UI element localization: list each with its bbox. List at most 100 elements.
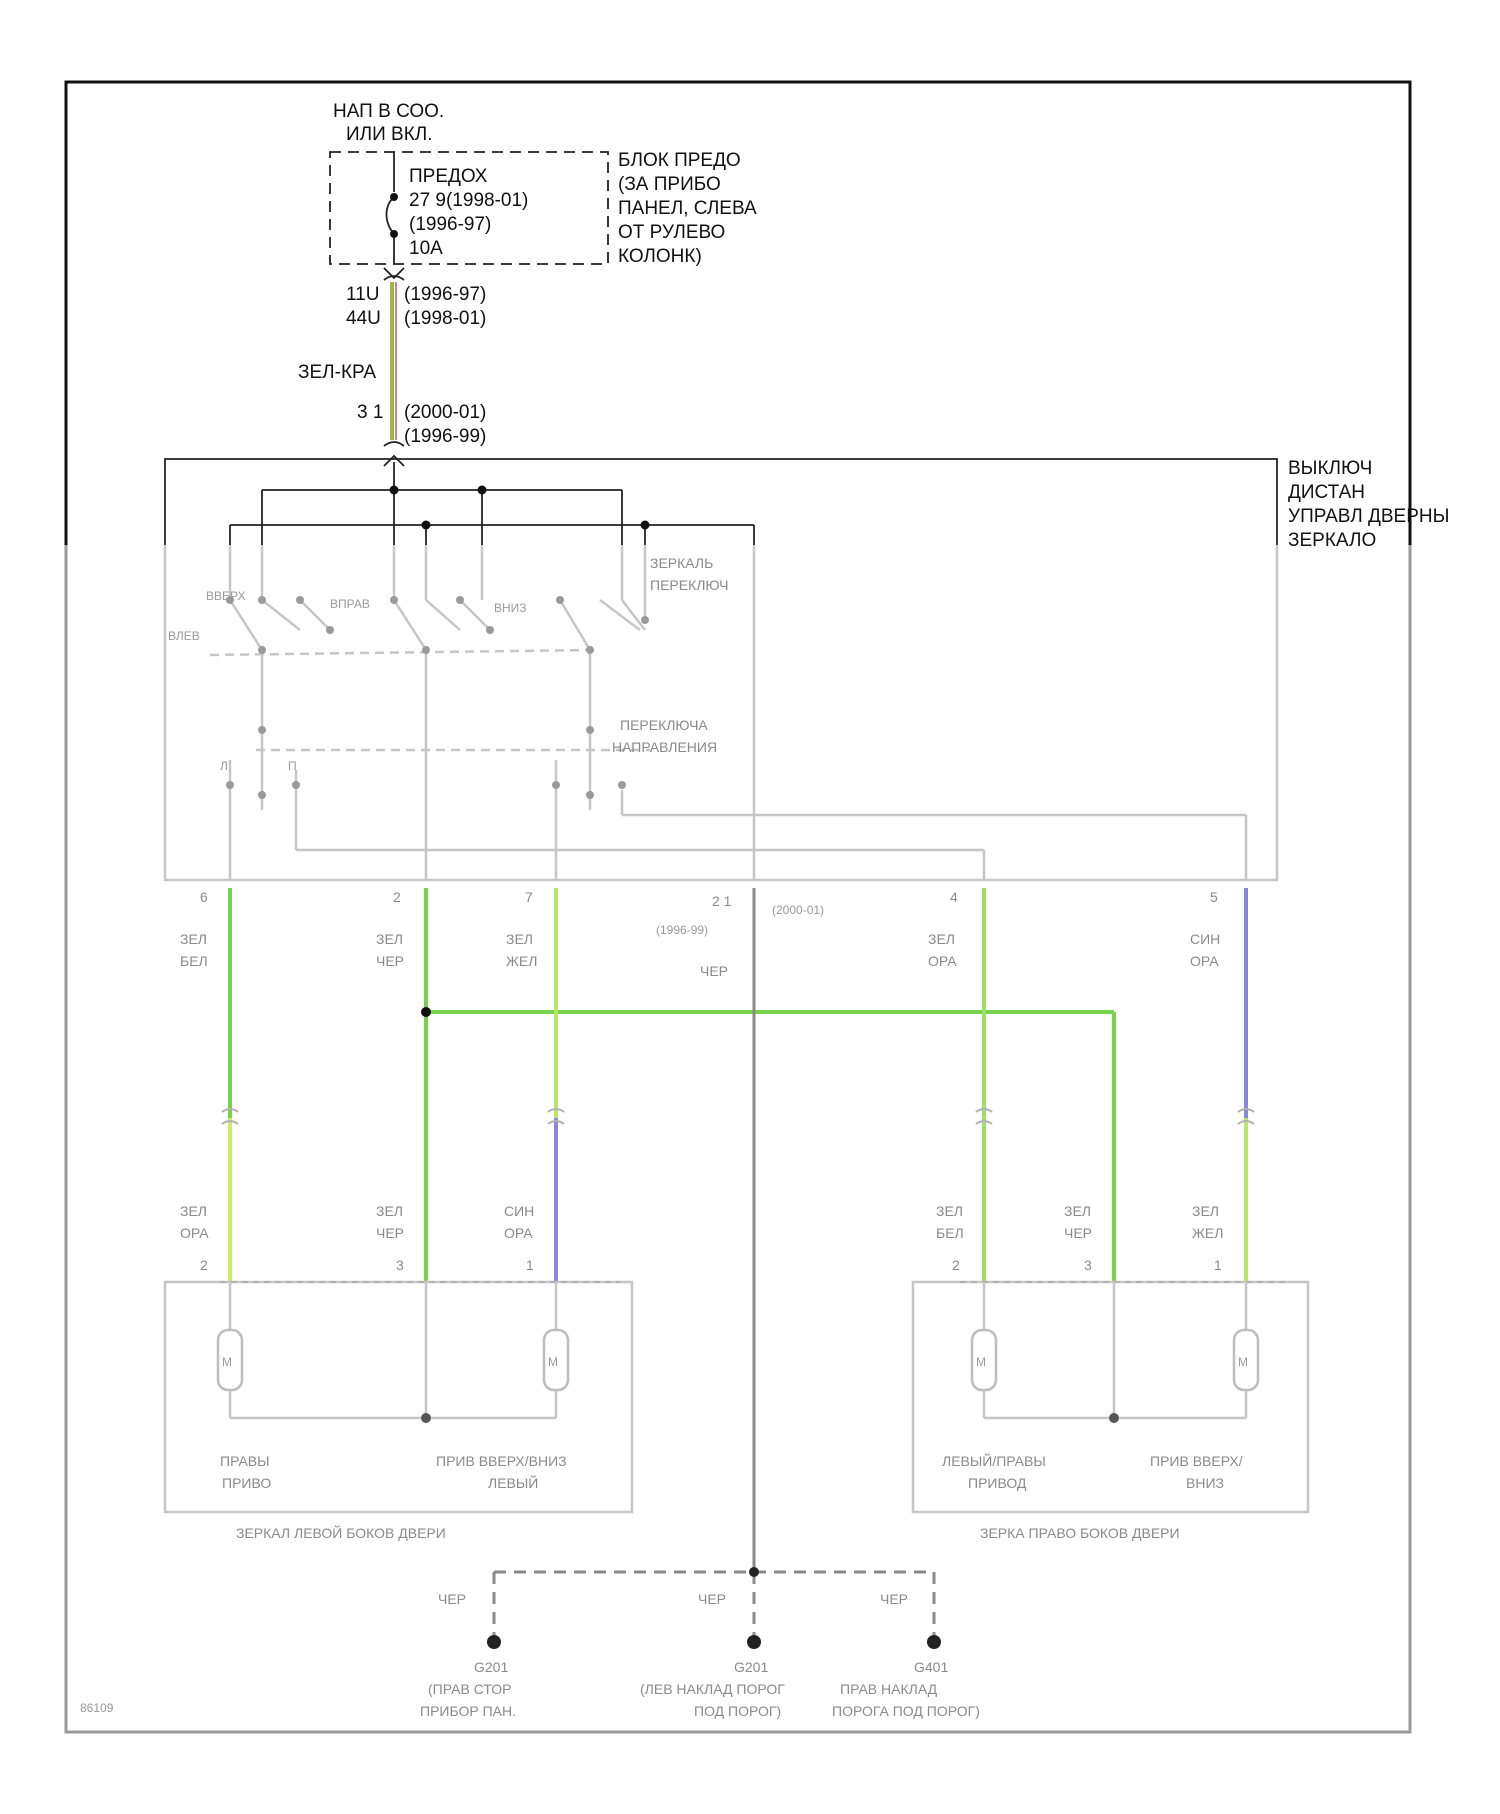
- right-mirror-motor-a: M: [972, 1330, 996, 1390]
- svg-text:6: 6: [200, 889, 208, 905]
- right-mirror-motor-b: M: [1234, 1330, 1258, 1390]
- svg-text:УПРАВЛ ДВЕРНЫ: УПРАВЛ ДВЕРНЫ: [1288, 506, 1449, 527]
- svg-text:СИН: СИН: [504, 1203, 534, 1219]
- svg-text:ЗЕЛ: ЗЕЛ: [180, 1203, 207, 1219]
- svg-text:11U: 11U: [346, 284, 379, 305]
- connector-symbol-top: [384, 268, 404, 280]
- svg-text:ПРИВ ВВЕРХ/ВНИЗ: ПРИВ ВВЕРХ/ВНИЗ: [436, 1453, 567, 1469]
- right-mirror-labels: ЛЕВЫЙ/ПРАВЫ ПРИВОД ПРИВ ВВЕРХ/ ВНИЗ ЗЕРК…: [942, 1452, 1243, 1541]
- svg-text:ЗЕЛ: ЗЕЛ: [506, 931, 533, 947]
- svg-text:10A: 10A: [409, 238, 443, 259]
- svg-text:G201: G201: [734, 1659, 768, 1675]
- svg-text:7: 7: [525, 889, 533, 905]
- svg-text:ЗЕЛ: ЗЕЛ: [376, 1203, 403, 1219]
- svg-text:3 1: 3 1: [357, 402, 383, 423]
- switch-pin-labels: 6 2 7 2 1 4 5 (2000-01) (1996-99): [200, 889, 1218, 937]
- svg-text:ЖЕЛ: ЖЕЛ: [1192, 1225, 1223, 1241]
- svg-text:ЛЕВЫЙ: ЛЕВЫЙ: [488, 1474, 538, 1491]
- svg-text:M: M: [976, 1355, 986, 1369]
- svg-text:НАПРАВЛЕНИЯ: НАПРАВЛЕНИЯ: [612, 739, 717, 755]
- svg-text:M: M: [548, 1355, 558, 1369]
- svg-text:ПАНЕЛ, СЛЕВА: ПАНЕЛ, СЛЕВА: [618, 198, 757, 219]
- svg-text:(1998-01): (1998-01): [404, 308, 486, 329]
- svg-text:G401: G401: [914, 1659, 948, 1675]
- svg-text:БЕЛ: БЕЛ: [936, 1225, 964, 1241]
- switch-contacts: [210, 600, 1246, 880]
- svg-text:2: 2: [952, 1257, 960, 1273]
- svg-text:ОРА: ОРА: [504, 1225, 533, 1241]
- main-wire-color: ЗЕЛ-КРА: [298, 362, 376, 383]
- svg-text:П: П: [288, 759, 297, 773]
- svg-text:НАП В СОО.: НАП В СОО.: [333, 101, 444, 122]
- svg-text:(1996-99): (1996-99): [404, 426, 486, 447]
- svg-text:Л: Л: [220, 759, 228, 773]
- left-mirror-motor-b: M: [544, 1330, 568, 1390]
- svg-text:ЧЕР: ЧЕР: [376, 953, 404, 969]
- svg-text:ЗЕЛ: ЗЕЛ: [180, 931, 207, 947]
- svg-text:ЧЕР: ЧЕР: [700, 963, 728, 979]
- svg-text:ВНИЗ: ВНИЗ: [494, 601, 527, 615]
- svg-text:ДИСТАН: ДИСТАН: [1288, 482, 1365, 503]
- svg-text:(ЗА ПРИБО: (ЗА ПРИБО: [618, 174, 721, 195]
- svg-text:ИЛИ ВКЛ.: ИЛИ ВКЛ.: [346, 124, 433, 145]
- svg-text:(ПРАВ СТОР: (ПРАВ СТОР: [428, 1681, 512, 1697]
- fuse-label: ПРЕДОХ 27 9(1998-01) (1996-97) 10A: [409, 166, 528, 259]
- svg-text:ПРАВ НАКЛАД: ПРАВ НАКЛАД: [840, 1681, 938, 1697]
- svg-text:ПОРОГА ПОД ПОРОГ): ПОРОГА ПОД ПОРОГ): [832, 1703, 980, 1719]
- lower-wire-labels: ЗЕЛ ОРА ЗЕЛ ЧЕР СИН ОРА ЗЕЛ БЕЛ ЗЕЛ ЧЕР …: [180, 1203, 1223, 1241]
- figure-code: 86109: [80, 1701, 114, 1715]
- svg-text:4: 4: [950, 889, 958, 905]
- connector-top-labels: 11U (1996-97) 44U (1998-01): [346, 284, 486, 329]
- svg-text:БЛОК ПРЕДО: БЛОК ПРЕДО: [618, 150, 741, 171]
- upper-wire-labels: ЗЕЛ БЕЛ ЗЕЛ ЧЕР ЗЕЛ ЖЕЛ ЧЕР ЗЕЛ ОРА СИН …: [180, 931, 1220, 979]
- fuse-block-label: БЛОК ПРЕДО (ЗА ПРИБО ПАНЕЛ, СЛЕВА ОТ РУЛ…: [618, 150, 757, 267]
- svg-text:2: 2: [200, 1257, 208, 1273]
- svg-text:(ЛЕВ НАКЛАД ПОРОГ: (ЛЕВ НАКЛАД ПОРОГ: [640, 1681, 785, 1697]
- wire-pin2: [421, 888, 1114, 1282]
- svg-text:1: 1: [1214, 1257, 1222, 1273]
- svg-text:ВПРАВ: ВПРАВ: [330, 597, 370, 611]
- switch-outline-top: [165, 459, 1277, 545]
- svg-text:ЧЕР: ЧЕР: [698, 1591, 726, 1607]
- svg-text:M: M: [1238, 1355, 1248, 1369]
- svg-text:(2000-01): (2000-01): [772, 903, 824, 917]
- svg-text:3: 3: [396, 1257, 404, 1273]
- svg-text:ПРИВ ВВЕРХ/: ПРИВ ВВЕРХ/: [1150, 1453, 1243, 1469]
- power-source-label: НАП В СОО. ИЛИ ВКЛ.: [333, 101, 444, 145]
- svg-text:СИН: СИН: [1190, 931, 1220, 947]
- svg-text:ЛЕВЫЙ/ПРАВЫ: ЛЕВЫЙ/ПРАВЫ: [942, 1452, 1046, 1469]
- main-feed-wire: [392, 282, 396, 440]
- svg-text:ЖЕЛ: ЖЕЛ: [506, 953, 537, 969]
- svg-text:ОРА: ОРА: [1190, 953, 1219, 969]
- svg-text:(1996-97): (1996-97): [404, 284, 486, 305]
- svg-text:ПРИБОР ПАН.: ПРИБОР ПАН.: [420, 1703, 516, 1719]
- svg-text:1: 1: [526, 1257, 534, 1273]
- svg-text:ПРАВЫ: ПРАВЫ: [220, 1453, 270, 1469]
- svg-text:G201: G201: [474, 1659, 508, 1675]
- svg-text:3: 3: [1084, 1257, 1092, 1273]
- svg-text:ВНИЗ: ВНИЗ: [1186, 1475, 1224, 1491]
- svg-text:2 1: 2 1: [712, 893, 732, 909]
- svg-text:ОРА: ОРА: [928, 953, 957, 969]
- right-mirror-pins: 2 3 1: [952, 1257, 1222, 1273]
- svg-text:ЗЕЛ: ЗЕЛ: [1064, 1203, 1091, 1219]
- svg-text:ПРИВО: ПРИВО: [222, 1475, 271, 1491]
- svg-text:ЗЕЛ: ЗЕЛ: [936, 1203, 963, 1219]
- svg-text:ОРА: ОРА: [180, 1225, 209, 1241]
- switch-block-label: ВЫКЛЮЧ ДИСТАН УПРАВЛ ДВЕРНЫ ЗЕРКАЛО: [1288, 458, 1449, 551]
- svg-text:M: M: [222, 1355, 232, 1369]
- svg-text:5: 5: [1210, 889, 1218, 905]
- svg-text:ЗЕРКА ПРАВО БОКОВ ДВЕРИ: ЗЕРКА ПРАВО БОКОВ ДВЕРИ: [980, 1525, 1180, 1541]
- svg-text:ВВЕРХ: ВВЕРХ: [206, 589, 245, 603]
- switch-outline-faded: [165, 545, 1277, 880]
- svg-text:ОТ РУЛЕВО: ОТ РУЛЕВО: [618, 222, 725, 243]
- svg-text:ПРИВОД: ПРИВОД: [968, 1475, 1027, 1491]
- svg-text:ЗЕРКАЛО: ЗЕРКАЛО: [1288, 530, 1376, 551]
- svg-text:ПРЕДОХ: ПРЕДОХ: [409, 166, 488, 187]
- svg-text:(2000-01): (2000-01): [404, 402, 486, 423]
- svg-text:ПОД ПОРОГ): ПОД ПОРОГ): [694, 1703, 781, 1719]
- inline-connectors: [222, 1109, 1254, 1124]
- connector-switch-labels: 3 1 (2000-01) (1996-99): [357, 402, 486, 447]
- svg-text:(1996-97): (1996-97): [409, 214, 491, 235]
